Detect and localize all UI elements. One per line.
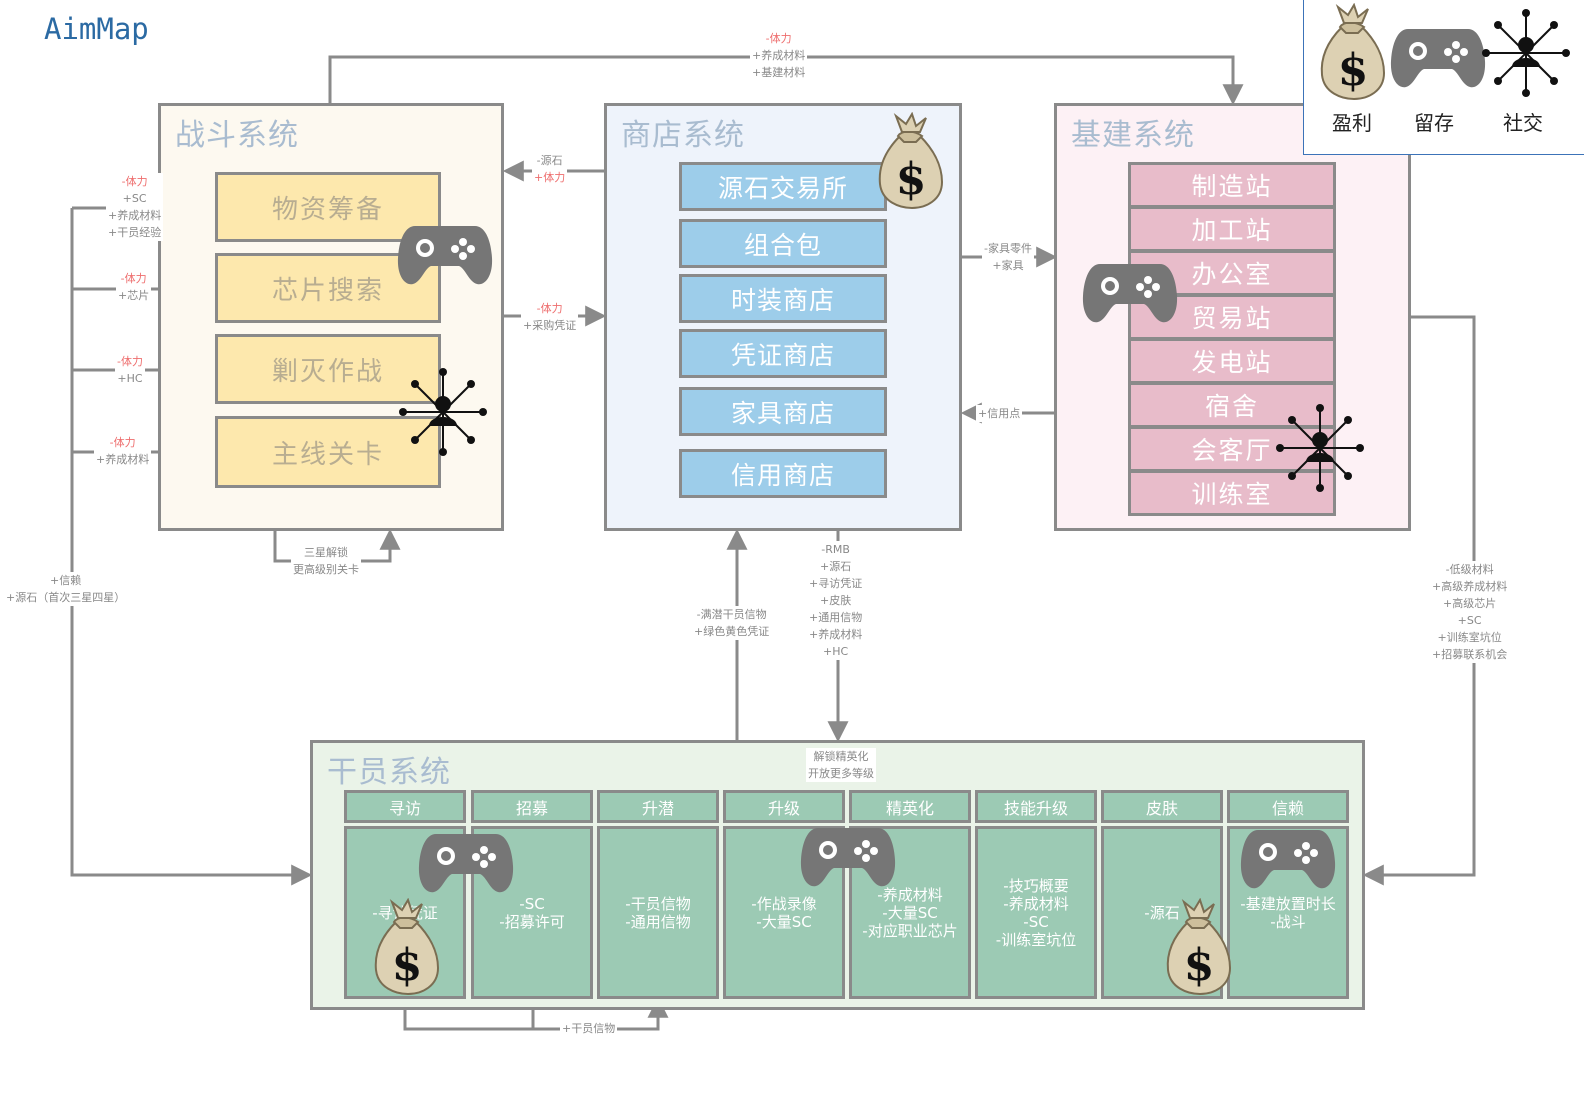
- legend-profit: 盈利: [1332, 111, 1372, 135]
- social-network-icon: [1482, 9, 1570, 97]
- operator-col-line: -源石: [1144, 903, 1180, 922]
- shop-item-originite-exchange[interactable]: 源石交易所: [679, 162, 887, 211]
- money-bag-icon: $: [878, 112, 944, 210]
- operator-col-head-skin[interactable]: 皮肤: [1101, 790, 1223, 823]
- legend: $ 盈利 留存 社交: [1303, 0, 1584, 155]
- operator-col-line: -训练室坑位: [995, 930, 1077, 949]
- label-star-unlock: 三星解锁更高级别关卡: [291, 544, 361, 578]
- svg-text:$: $: [1338, 45, 1369, 96]
- base-item-workshop[interactable]: 加工站: [1128, 206, 1336, 252]
- legend-social: 社交: [1503, 111, 1543, 135]
- operator-col-head-potential[interactable]: 升潜: [597, 790, 719, 823]
- operator-col-line: -作战录像: [751, 894, 817, 913]
- combat-item-annihilation[interactable]: 剿灭作战: [215, 334, 441, 404]
- gamepad-icon: [418, 834, 514, 893]
- combat-system-title: 战斗系统: [175, 118, 299, 153]
- label-elite-unlock: 解锁精英化开放更多等级: [806, 748, 876, 782]
- shop-system-title: 商店系统: [621, 118, 745, 153]
- operator-col-line: -大量SC: [882, 903, 938, 922]
- operator-col-line: -基建放置时长: [1240, 894, 1336, 913]
- operator-col-line: -SC: [1023, 912, 1049, 931]
- operator-col-head-recruit[interactable]: 招募: [471, 790, 593, 823]
- base-item-factory[interactable]: 制造站: [1128, 162, 1336, 208]
- operator-col-head-elite[interactable]: 精英化: [849, 790, 971, 823]
- operator-col-line: -SC: [519, 894, 545, 913]
- operator-col-head-trust[interactable]: 信赖: [1227, 790, 1349, 823]
- gamepad-icon: [397, 226, 493, 285]
- label-top-loop: -体力+养成材料+基建材料: [750, 30, 808, 81]
- combat-item-mainline[interactable]: 主线关卡: [215, 416, 441, 488]
- operator-col-line: -干员信物: [625, 894, 691, 913]
- label-base-to-shop: +信用点: [976, 405, 1023, 422]
- base-system-title: 基建系统: [1071, 118, 1195, 153]
- operator-col-body-skill: -技巧概要-养成材料-SC-训练室坑位: [975, 826, 1097, 999]
- money-bag-icon: $: [374, 898, 440, 996]
- operator-col-head-recruit-gacha[interactable]: 寻访: [344, 790, 466, 823]
- operator-col-line: -养成材料: [877, 885, 943, 904]
- operator-col-line: -大量SC: [756, 912, 812, 931]
- operator-col-line: -技巧概要: [1003, 876, 1069, 895]
- money-bag-icon: $: [1320, 3, 1386, 101]
- edge-combat-to-operator: [70, 208, 313, 886]
- gamepad-icon: [1240, 830, 1336, 889]
- label-mainline: -体力+养成材料: [94, 434, 152, 468]
- label-base-to-operator: -低级材料+高级养成材料+高级芯片+SC+训练室坑位+招募联系机会: [1430, 561, 1510, 663]
- app-logo: AimMap: [44, 12, 149, 46]
- shop-item-bundle[interactable]: 组合包: [679, 219, 887, 268]
- legend-retention: 留存: [1414, 111, 1454, 135]
- operator-col-line: -通用信物: [625, 912, 691, 931]
- label-supply: -体力+SC+养成材料+干员经验: [106, 173, 164, 241]
- shop-item-fashion[interactable]: 时装商店: [679, 274, 887, 323]
- svg-text:$: $: [896, 154, 927, 205]
- operator-col-head-skill[interactable]: 技能升级: [975, 790, 1097, 823]
- label-annihilation: -体力+HC: [115, 353, 145, 387]
- gamepad-icon: [1390, 29, 1486, 88]
- social-network-icon: [399, 368, 487, 456]
- shop-item-voucher[interactable]: 凭证商店: [679, 329, 887, 378]
- label-shop-to-base: -家具零件+家具: [982, 240, 1034, 274]
- operator-col-line: -对应职业芯片: [862, 921, 958, 940]
- label-shop-to-combat: -源石+体力: [532, 152, 568, 186]
- label-combat-to-shop: -体力+采购凭证: [521, 300, 579, 334]
- combat-item-supply[interactable]: 物资筹备: [215, 172, 441, 242]
- base-item-training-room[interactable]: 训练室: [1128, 470, 1336, 516]
- operator-col-line: -战斗: [1270, 912, 1306, 931]
- operator-col-head-level[interactable]: 升级: [723, 790, 845, 823]
- label-operator-token: +干员信物: [560, 1020, 618, 1037]
- gamepad-icon: [800, 828, 896, 887]
- shop-item-credit[interactable]: 信用商店: [679, 449, 887, 498]
- operator-col-body-potential: -干员信物-通用信物: [597, 826, 719, 999]
- svg-text:$: $: [392, 940, 423, 991]
- money-bag-icon: $: [1166, 898, 1232, 996]
- base-item-power-plant[interactable]: 发电站: [1128, 338, 1336, 384]
- label-combat-to-operator: +信赖+源石（首次三星四星）: [4, 572, 128, 606]
- label-operator-to-shop: -满潜干员信物+绿色黄色凭证: [692, 606, 772, 640]
- operator-col-line: -养成材料: [1003, 894, 1069, 913]
- label-shop-to-operator: -RMB+源石+寻访凭证+皮肤+通用信物+养成材料+HC: [807, 541, 865, 660]
- gamepad-icon: [1082, 264, 1178, 323]
- label-chip: -体力+芯片: [116, 270, 152, 304]
- social-network-icon: [1276, 404, 1364, 492]
- svg-text:$: $: [1184, 940, 1215, 991]
- operator-col-line: -招募许可: [499, 912, 565, 931]
- operator-system-title: 干员系统: [327, 755, 451, 790]
- shop-item-furniture[interactable]: 家具商店: [679, 387, 887, 436]
